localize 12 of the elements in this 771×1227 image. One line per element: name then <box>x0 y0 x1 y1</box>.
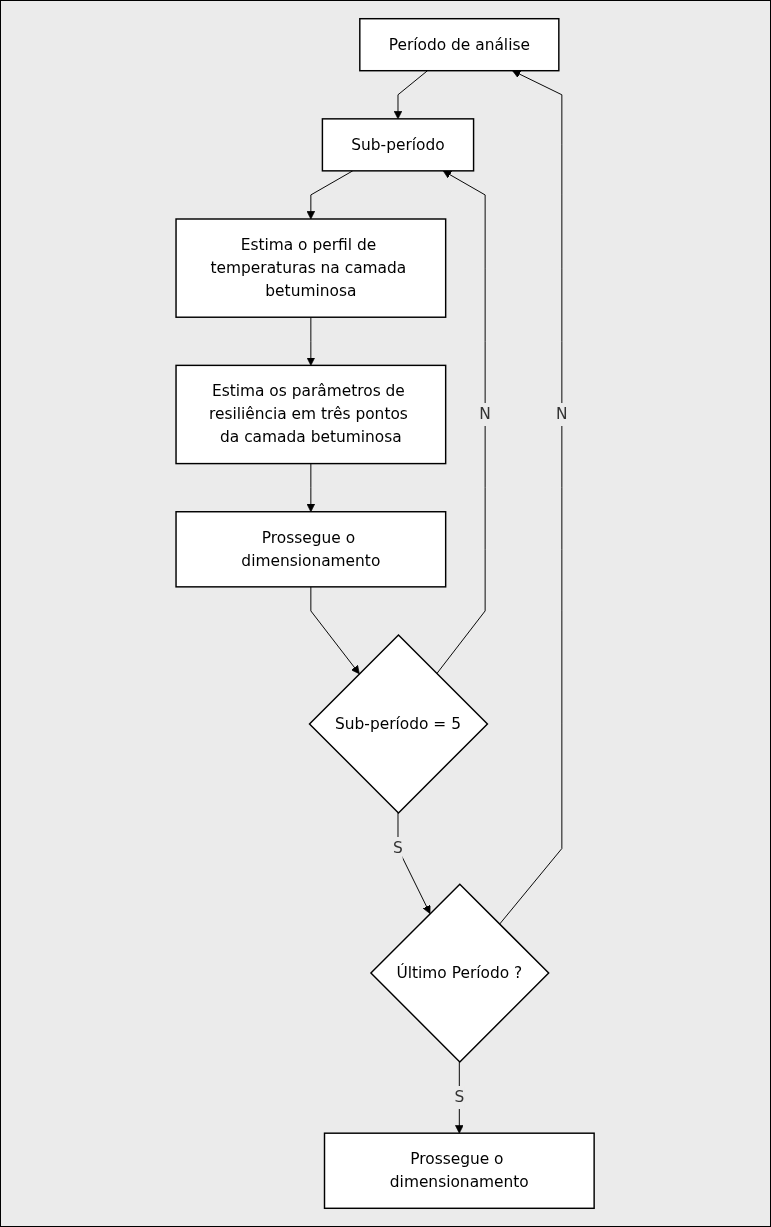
edge-label: S <box>393 838 404 858</box>
node-box: Prossegue o dimensionamento <box>175 511 447 588</box>
node-diamond: Sub-período = 5 <box>308 634 489 814</box>
node-box: Estima os parâmetros de resiliência em três pontos da camada betuminosa <box>175 364 447 465</box>
edge-label: N <box>556 404 569 424</box>
node-box: Período de análise <box>359 18 560 72</box>
node-box: Prossegue o dimensionamento <box>324 1132 596 1209</box>
node-diamond: Último Período ? <box>370 883 551 1063</box>
node-box: Estima o perfil de temperaturas na camada betuminosa <box>175 218 447 318</box>
edge-label: N <box>479 404 492 424</box>
edge-label: S <box>454 1087 465 1107</box>
node-box: Sub-período <box>322 118 475 172</box>
